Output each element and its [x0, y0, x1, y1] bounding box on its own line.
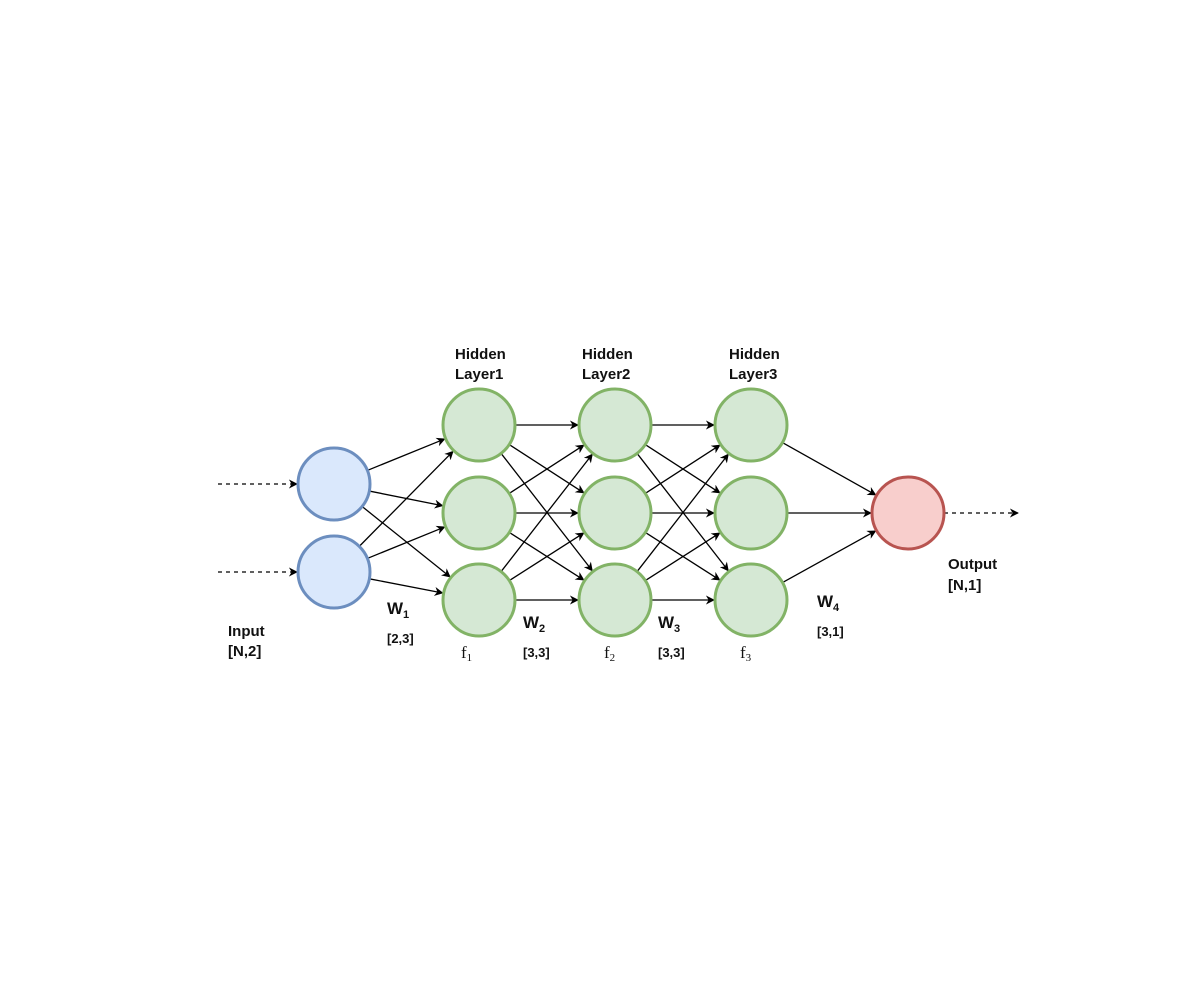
output-label: Output [N,1] — [948, 556, 1001, 594]
connection-w3-3-2 — [644, 532, 721, 582]
hidden2-node-1 — [577, 387, 653, 463]
weight-w2-dim: [3,3] — [523, 645, 550, 660]
nodes-group — [296, 387, 946, 638]
hidden-layer3-label: Hidden Layer3 — [729, 346, 784, 383]
connection-w2-2-1 — [508, 444, 585, 494]
weight-w1-label: W1 — [387, 599, 409, 621]
connection-w1-1-3 — [361, 505, 451, 578]
weight-w3-label: W3 — [658, 613, 680, 635]
connection-w2-3-1 — [500, 453, 593, 572]
hidden3-node-2 — [713, 475, 789, 551]
connection-w4-1-1 — [782, 442, 877, 496]
input-node-2 — [296, 534, 372, 610]
hidden3-node-3 — [713, 562, 789, 638]
input-label: Input [N,2] — [228, 623, 269, 660]
activation-f2-label: f2 — [604, 643, 615, 664]
hidden3-node-1 — [713, 387, 789, 463]
connection-w3-2-1 — [644, 444, 721, 494]
connection-w3-3-1 — [636, 453, 729, 572]
input-node-1 — [296, 446, 372, 522]
weight-w4-dim: [3,1] — [817, 624, 844, 639]
connection-w4-3-1 — [782, 530, 877, 584]
connection-w2-3-2 — [508, 532, 585, 582]
activation-f3-label: f3 — [740, 643, 752, 664]
connection-w1-2-2 — [367, 525, 446, 560]
activation-f1-label: f1 — [461, 643, 472, 664]
hidden2-node-2 — [577, 475, 653, 551]
connection-w1-1-1 — [367, 437, 446, 472]
hidden-layer2-label: Hidden Layer2 — [582, 346, 637, 383]
weight-w1-dim: [2,3] — [387, 631, 414, 646]
hidden1-node-3 — [441, 562, 517, 638]
hidden2-node-3 — [577, 562, 653, 638]
connection-w1-2-1 — [358, 450, 454, 547]
hidden1-node-2 — [441, 475, 517, 551]
weight-w2-label: W2 — [523, 613, 545, 635]
hidden1-node-1 — [441, 387, 517, 463]
weight-w3-dim: [3,3] — [658, 645, 685, 660]
hidden-layer1-label: Hidden Layer1 — [455, 346, 510, 383]
connection-w1-2-3 — [369, 578, 444, 596]
connections-group — [218, 420, 1019, 605]
output-node-1 — [870, 475, 946, 551]
weight-w4-label: W4 — [817, 592, 840, 614]
